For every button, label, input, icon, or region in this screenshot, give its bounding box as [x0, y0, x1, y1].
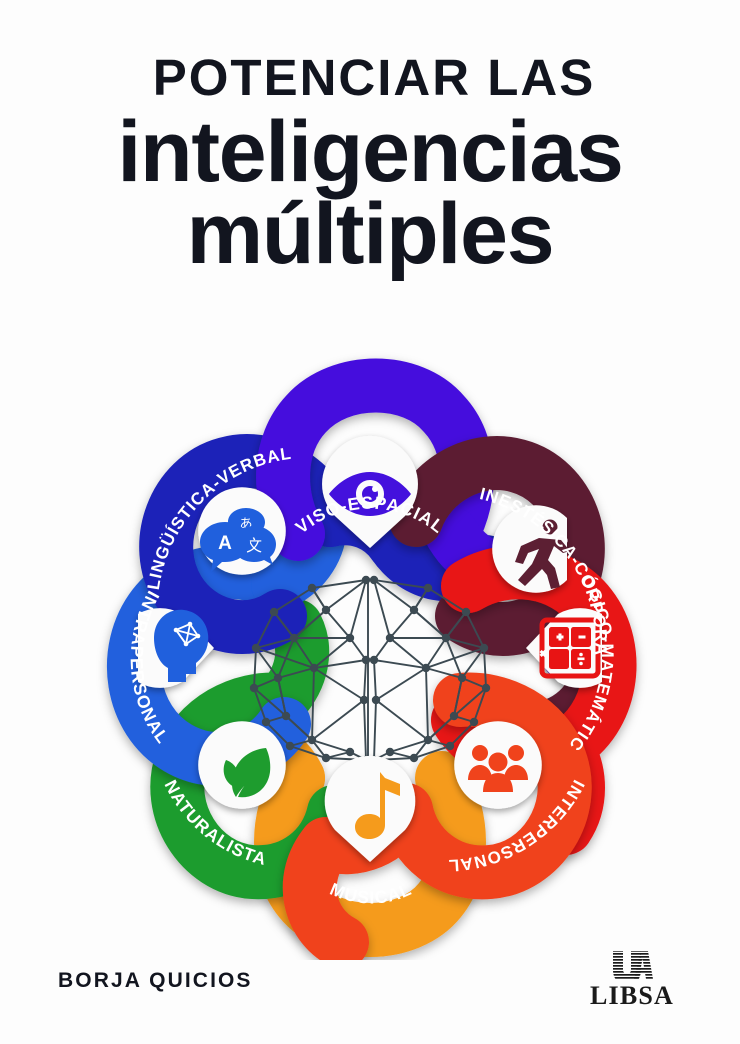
- speech-bubbles-icon: あ 文 A: [200, 508, 276, 572]
- music-note-icon: [355, 772, 400, 839]
- petal-badge-viso-espacial: [322, 435, 418, 548]
- cover-title-block: POTENCIAR LAS inteligencias múltiples: [0, 52, 740, 278]
- title-line-1: POTENCIAR LAS: [152, 49, 596, 106]
- running-person-icon: [515, 519, 570, 589]
- petal-badge-cinestesica: [492, 505, 570, 593]
- eye-icon: [329, 472, 411, 516]
- petal-badge-intrapersonal: [138, 608, 214, 688]
- publisher-block: LIBSA: [572, 950, 692, 1011]
- calculator-math-icon: [539, 617, 601, 679]
- ua-monogram-icon: [613, 951, 653, 980]
- title-line-2: inteligencias: [117, 104, 624, 200]
- brain-network-icon: [249, 575, 491, 765]
- multiple-intelligences-diagram: あ 文 A: [50, 348, 690, 960]
- petal-badge-interpersonal: [454, 721, 542, 809]
- bubble-glyph-a: A: [218, 533, 232, 554]
- petal-badge-linguistica: あ 文 A: [198, 487, 286, 575]
- petal-badge-naturalista: [198, 721, 286, 809]
- title-line-3: múltiples: [186, 185, 555, 282]
- leaves-icon: [223, 748, 271, 798]
- people-group-icon: [468, 745, 528, 792]
- author-name: BORJA QUICIOS: [58, 969, 253, 992]
- publisher-name: LIBSA: [589, 981, 675, 1010]
- petal-badge-logico-matematica: [526, 608, 602, 688]
- petal-badge-musical: [324, 755, 416, 862]
- head-network-icon: [154, 609, 209, 682]
- bubble-glyph-jp2: 文: [246, 536, 262, 555]
